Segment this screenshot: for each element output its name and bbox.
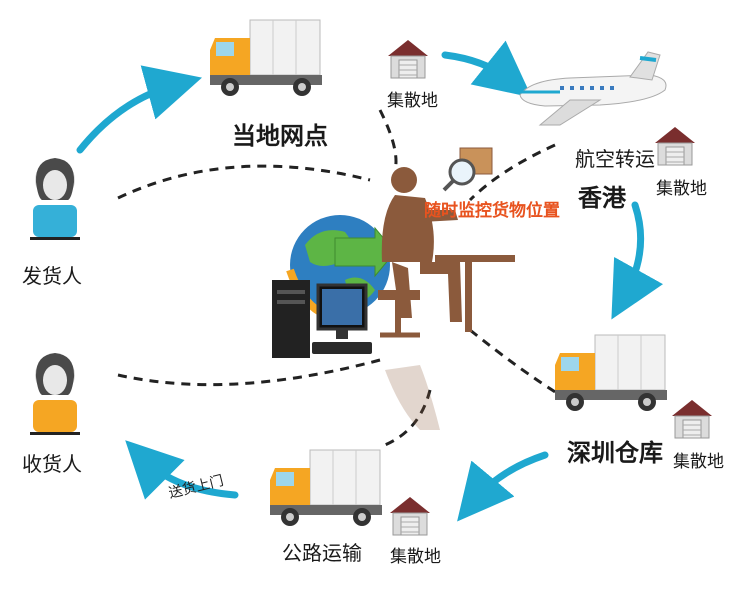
truck-shenzhen-icon — [554, 334, 668, 412]
receiver-avatar — [30, 353, 80, 435]
flow-arrows — [76, 40, 664, 522]
hub-top-label: 集散地 — [387, 91, 438, 111]
hub-road-label: 集散地 — [390, 547, 441, 567]
receiver-label: 收货人 — [22, 452, 82, 476]
warehouse-top-icon — [387, 39, 429, 79]
tracking-magnifier-icon — [442, 147, 493, 192]
operator-shadow — [385, 365, 440, 430]
truck-road-icon — [269, 449, 383, 527]
warehouse-road-icon — [389, 496, 431, 536]
computer-icon — [272, 280, 372, 358]
shenzhen-warehouse-label: 深圳仓库 — [567, 439, 663, 467]
sender-avatar — [30, 158, 80, 240]
airplane-icon — [519, 51, 667, 126]
hong-kong-label: 香港 — [578, 184, 626, 212]
monitor-label: 随时监控货物位置 — [424, 201, 560, 221]
hub-sz-label: 集散地 — [673, 452, 724, 472]
truck-local-icon — [209, 19, 323, 97]
warehouse-hk-icon — [654, 126, 696, 166]
hub-hk-label: 集散地 — [656, 179, 707, 199]
local-branch-label: 当地网点 — [232, 122, 328, 150]
operator-silhouette — [378, 167, 515, 338]
air-transfer-label: 航空转运 — [575, 147, 655, 171]
sender-label: 发货人 — [22, 264, 82, 288]
road-transport-label: 公路运输 — [282, 541, 362, 565]
door-delivery-label: 送货上门 — [167, 472, 225, 502]
dashed-connectors — [117, 109, 561, 447]
warehouse-sz-icon — [671, 399, 713, 439]
